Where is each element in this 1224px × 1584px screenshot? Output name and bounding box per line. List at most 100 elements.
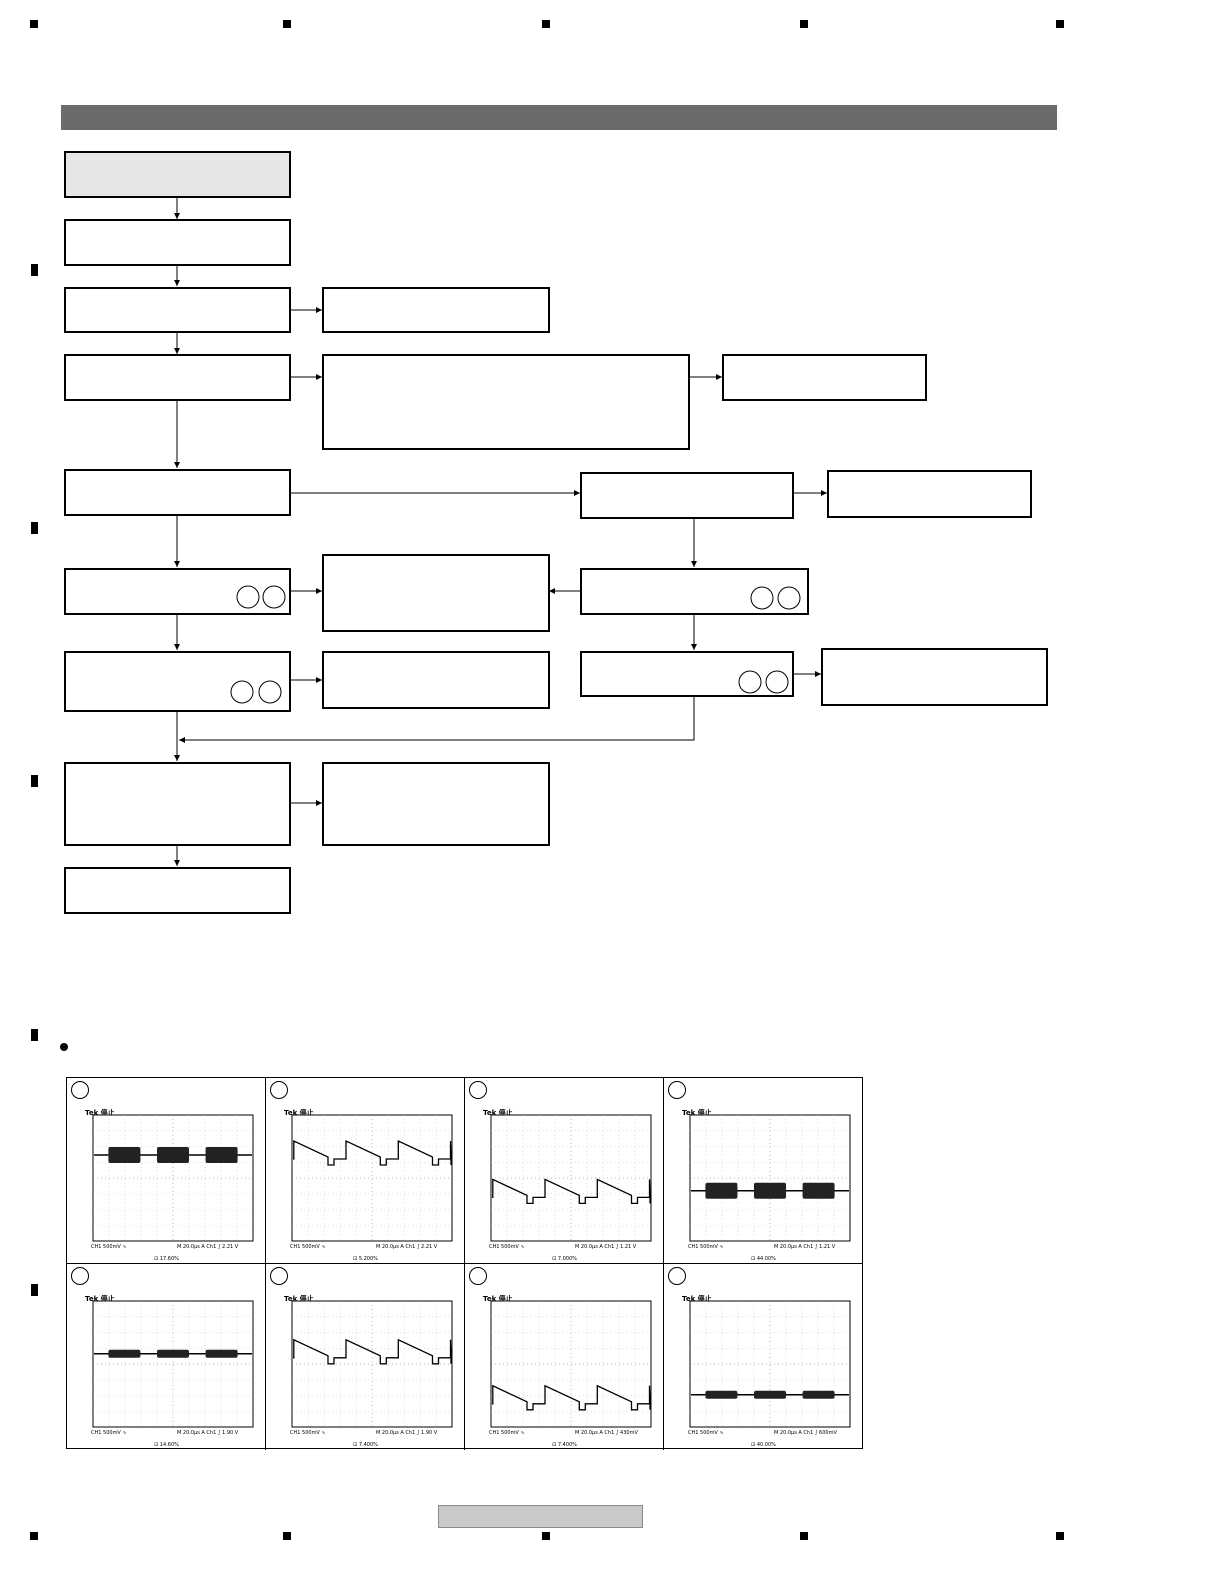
side-mark <box>31 264 38 276</box>
waveform-ref-circle <box>258 680 282 704</box>
arrowhead <box>174 860 180 866</box>
waveform-burst <box>205 1349 238 1358</box>
registration-mark <box>283 1532 291 1540</box>
arrowhead <box>549 588 555 594</box>
side-mark <box>31 1284 38 1296</box>
oscilloscope-screen <box>490 1300 652 1428</box>
arrowhead <box>174 755 180 761</box>
waveform-number-circle <box>270 1081 288 1099</box>
scope-brand-label: Tek 停止 <box>85 1109 115 1117</box>
waveform-ref-circle <box>230 680 254 704</box>
scope-readout: ⊡ 14.60% <box>154 1442 179 1448</box>
section-header-bar <box>61 105 1057 130</box>
arrowhead <box>691 561 697 567</box>
arrowhead <box>316 800 322 806</box>
waveform-burst <box>754 1390 786 1399</box>
arrowhead <box>174 462 180 468</box>
flow-box <box>64 469 291 516</box>
oscilloscope-screen <box>92 1114 254 1242</box>
scope-readout: ⊡ 40.00% <box>751 1442 776 1448</box>
scope-brand-label: Tek 停止 <box>682 1109 712 1117</box>
registration-mark <box>542 20 550 28</box>
waveform-number-circle <box>469 1081 487 1099</box>
waveform-grid: Tek 停止 CH1 500mV ∿ M 20.0µs A Ch1 ∫ 2.21 V… <box>66 1077 863 1450</box>
waveform-trace <box>492 1178 651 1205</box>
scope-timebase-label: M 20.0µs A Ch1 ∫ 1.21 V <box>774 1244 836 1250</box>
waveform-ref-circle <box>738 670 762 694</box>
side-mark <box>31 1029 38 1041</box>
flow-box <box>322 287 550 333</box>
scope-readout: ⊡ 7.400% <box>552 1442 577 1448</box>
flow-box <box>64 219 291 266</box>
flow-box <box>580 568 809 615</box>
waveform-burst <box>705 1390 738 1399</box>
waveform-trace <box>492 1384 651 1411</box>
scope-channel-label: CH1 500mV ∿ <box>91 1244 127 1250</box>
waveform-number-circle <box>469 1267 487 1285</box>
flow-box <box>322 762 550 846</box>
scope-channel-label: CH1 500mV ∿ <box>489 1244 525 1250</box>
flow-box <box>821 648 1048 706</box>
registration-mark <box>542 1532 550 1540</box>
oscilloscope-screen <box>689 1114 851 1242</box>
oscilloscope-screen <box>92 1300 254 1428</box>
flow-connectors <box>176 197 827 866</box>
arrowhead <box>691 644 697 650</box>
flow-box <box>64 354 291 401</box>
waveform-panel: Tek 停止 CH1 500mV ∿ M 20.0µs A Ch1 ∫ 2.21 V… <box>67 1078 266 1264</box>
scope-timebase-label: M 20.0µs A Ch1 ∫ 1.21 V <box>575 1244 637 1250</box>
troubleshooting-flowchart <box>64 151 1048 914</box>
arrowhead <box>316 374 322 380</box>
registration-mark <box>30 1532 38 1540</box>
scope-brand-label: Tek 停止 <box>85 1295 115 1303</box>
waveform-number-circle <box>71 1081 89 1099</box>
scope-brand-label: Tek 停止 <box>284 1295 314 1303</box>
flow-box <box>322 651 550 709</box>
flow-box <box>722 354 927 401</box>
arrowhead <box>174 213 180 219</box>
waveform-trace <box>293 1139 452 1166</box>
registration-mark <box>800 1532 808 1540</box>
waveform-number-circle <box>71 1267 89 1285</box>
waveform-number-circle <box>270 1267 288 1285</box>
scope-timebase-label: M 20.0µs A Ch1 ∫ 2.21 V <box>177 1244 239 1250</box>
oscilloscope-screen <box>291 1114 453 1242</box>
flow-box <box>64 762 291 846</box>
flow-box <box>64 867 291 914</box>
scope-timebase-label: M 20.0µs A Ch1 ∫ 430mV <box>575 1430 638 1436</box>
waveform-ref-circle <box>777 586 801 610</box>
scope-channel-label: CH1 500mV ∿ <box>489 1430 525 1436</box>
waveform-burst <box>802 1390 835 1399</box>
waveform-ref-circle <box>765 670 789 694</box>
scope-timebase-label: M 20.0µs A Ch1 ∫ 2.21 V <box>376 1244 438 1250</box>
scope-channel-label: CH1 500mV ∿ <box>688 1430 724 1436</box>
registration-mark <box>1056 20 1064 28</box>
waveform-trace <box>293 1338 452 1365</box>
waveform-burst <box>802 1182 835 1199</box>
side-mark <box>31 522 38 534</box>
arrowhead <box>174 348 180 354</box>
waveform-burst <box>157 1146 189 1163</box>
waveform-ref-circle <box>262 585 286 609</box>
flow-box <box>64 287 291 333</box>
flow-box <box>580 472 794 519</box>
scope-brand-label: Tek 停止 <box>284 1109 314 1117</box>
flow-arrowheads <box>174 213 827 866</box>
scope-channel-label: CH1 500mV ∿ <box>290 1430 326 1436</box>
oscilloscope-screen <box>291 1300 453 1428</box>
registration-mark <box>1056 1532 1064 1540</box>
waveform-burst <box>108 1146 141 1163</box>
scope-readout: ⊡ 5.200% <box>353 1256 378 1262</box>
flow-box <box>580 651 794 697</box>
scope-readout: ⊡ 7.400% <box>353 1442 378 1448</box>
waveform-burst <box>157 1349 189 1358</box>
arrowhead <box>174 644 180 650</box>
arrowhead <box>174 280 180 286</box>
waveform-burst <box>108 1349 141 1358</box>
arrowhead <box>815 671 821 677</box>
